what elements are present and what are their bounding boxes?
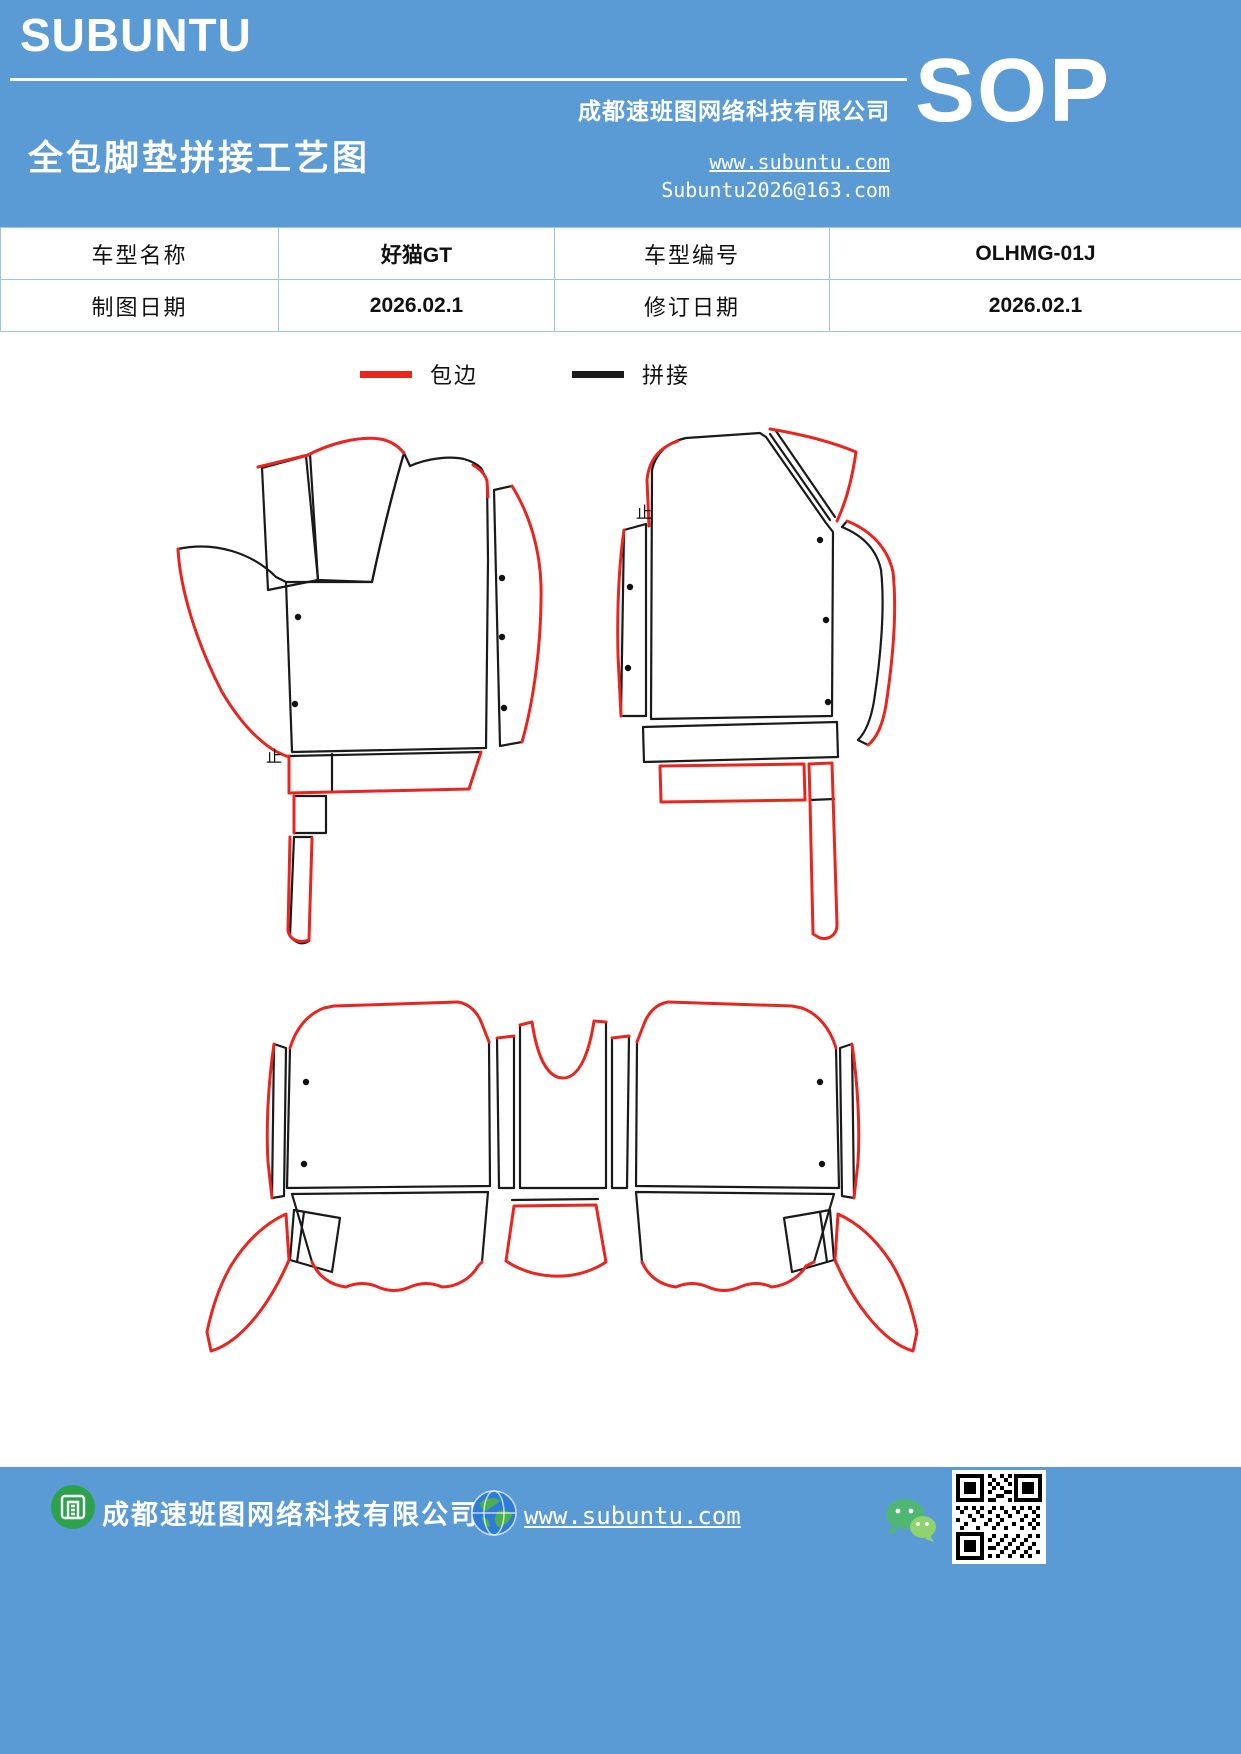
edge-legend-label: 包边 [430, 363, 479, 388]
header-divider [10, 78, 907, 81]
rear-fixing-dots [300, 1078, 826, 1168]
legend-item-edge: 包边 [360, 358, 478, 390]
stop-mark: 止 [266, 748, 282, 766]
driver-fixing-dots [291, 574, 508, 712]
qr-code [952, 1470, 1046, 1564]
page-title: 全包脚垫拼接工艺图 [28, 139, 371, 178]
footer-website-link[interactable]: www.subuntu.com [524, 1502, 741, 1530]
front-passenger-mat-diagram: 止 [616, 427, 897, 940]
rear-mat-diagram [205, 1000, 919, 1353]
legend-item-seam: 拼接 [572, 358, 690, 390]
header-email: Subuntu2026@163.com [661, 178, 890, 202]
legend: 包边 拼接 [360, 358, 690, 390]
revision-date-label: 修订日期 [555, 280, 830, 332]
stop-mark: 止 [636, 504, 652, 522]
rear-edge-lines [205, 1000, 919, 1353]
model-code-label: 车型编号 [555, 228, 830, 280]
passenger-edge-lines [616, 427, 897, 940]
passenger-fixing-dots [624, 536, 832, 706]
building-icon [51, 1485, 95, 1529]
header-band: SUBUNTU 全包脚垫拼接工艺图 成都速班图网络科技有限公司 www.subu… [0, 0, 1241, 227]
wechat-icon [886, 1499, 936, 1542]
footer-company-name: 成都速班图网络科技有限公司 [102, 1500, 479, 1530]
driver-edge-lines [176, 436, 543, 943]
sop-label: SOP [915, 41, 1112, 141]
mat-pattern-diagrams: 止 [176, 427, 919, 1353]
subuntu-logo: SUBUNTU [20, 9, 252, 61]
edge-legend-swatch [360, 370, 412, 378]
header-company-name: 成都速班图网络科技有限公司 [578, 98, 890, 124]
drawing-date-label: 制图日期 [1, 280, 279, 332]
vehicle-name-label: 车型名称 [1, 228, 279, 280]
seam-legend-swatch [572, 370, 625, 378]
front-driver-mat-diagram: 止 [176, 436, 543, 945]
spec-table: 车型名称 好猫GT 车型编号 OLHMG-01J 制图日期 2026.02.1 … [0, 227, 1241, 332]
model-code-value: OLHMG-01J [830, 228, 1241, 280]
globe-icon [471, 1490, 517, 1536]
driver-seam-lines [176, 437, 543, 945]
rear-seam-lines [270, 1020, 856, 1274]
drawing-date-value: 2026.02.1 [279, 280, 555, 332]
vehicle-name-value: 好猫GT [279, 228, 555, 280]
seam-legend-label: 拼接 [642, 363, 691, 388]
revision-date-value: 2026.02.1 [830, 280, 1241, 332]
header-website-link[interactable]: www.subuntu.com [709, 150, 890, 174]
passenger-seam-lines [619, 429, 884, 802]
